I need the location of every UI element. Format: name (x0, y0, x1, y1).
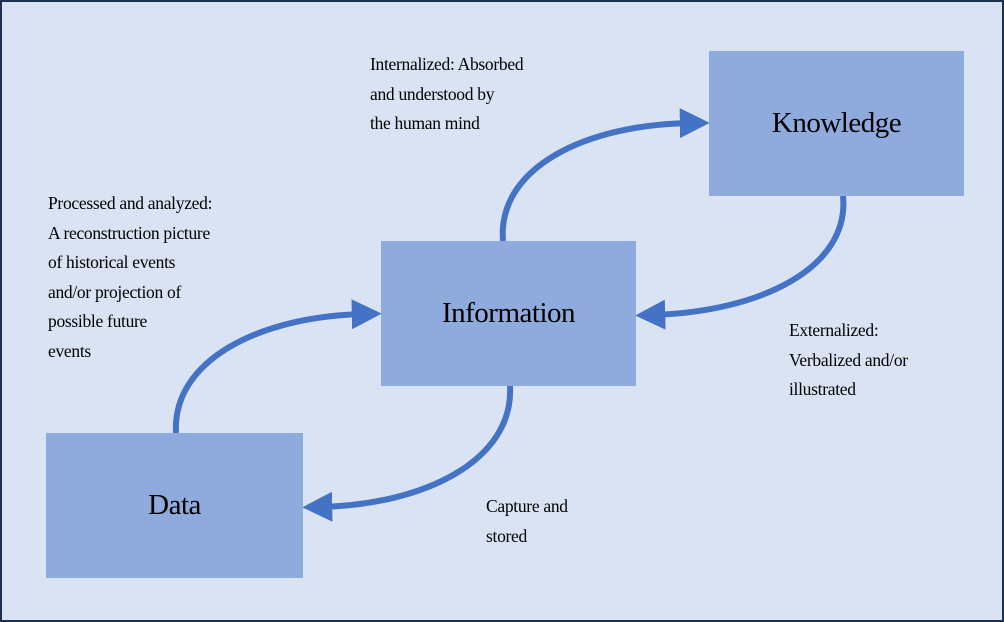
node-data: Data (46, 433, 303, 578)
edge-label-processed: Processed and analyzed: A reconstruction… (48, 193, 213, 361)
edge-label-capture: Capture and stored (486, 496, 568, 546)
node-information: Information (381, 241, 636, 386)
node-knowledge: Knowledge (709, 51, 964, 196)
edge-label-internalized: Internalized: Absorbed and understood by… (370, 54, 524, 133)
edge-label-externalized: Externalized: Verbalized and/or illustra… (789, 320, 908, 399)
arrow-data-to-information (172, 299, 382, 434)
arrow-information-to-knowledge (499, 108, 710, 242)
node-information-label: Information (441, 297, 576, 329)
node-knowledge-label: Knowledge (771, 107, 902, 139)
node-data-label: Data (148, 489, 201, 521)
arrow-knowledge-to-information (635, 195, 847, 330)
arrow-information-to-data (302, 385, 514, 522)
